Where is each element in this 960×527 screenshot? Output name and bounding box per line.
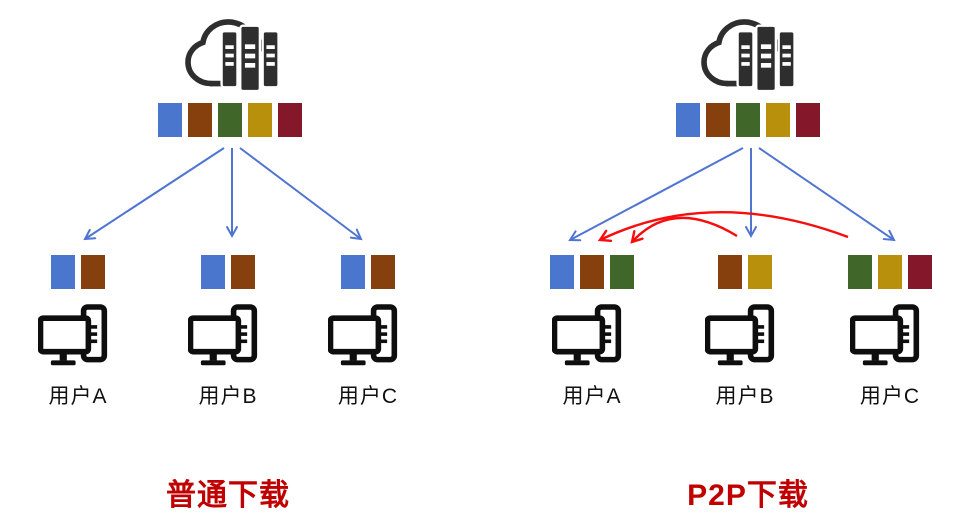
file-chunk-brown bbox=[231, 255, 255, 289]
normal-download-panel: 用户A 用户B bbox=[13, 19, 433, 512]
user-b-label: 用户B bbox=[198, 385, 258, 408]
user-c-chunks bbox=[341, 255, 395, 289]
desktop-computer-icon bbox=[850, 304, 920, 366]
user-b-column: 用户B bbox=[680, 255, 810, 410]
download-arrow-to-user-c bbox=[239, 147, 363, 241]
file-chunk-brown bbox=[371, 255, 395, 289]
user-c-label: 用户C bbox=[337, 385, 399, 408]
file-chunk-gold bbox=[248, 103, 272, 137]
normal-download-title: 普通下载 bbox=[166, 479, 290, 512]
file-chunk-blue bbox=[51, 255, 75, 289]
user-a-label: 用户A bbox=[562, 385, 622, 408]
user-b-column: 用户B bbox=[163, 255, 293, 410]
file-chunk-blue bbox=[341, 255, 365, 289]
file-chunk-brown bbox=[81, 255, 105, 289]
server-file-chunks bbox=[676, 103, 820, 137]
desktop-computer-icon bbox=[552, 304, 622, 366]
user-b-chunks bbox=[718, 255, 772, 289]
desktop-computer-icon bbox=[38, 304, 108, 366]
cloud-server-icon bbox=[701, 19, 796, 93]
user-a-chunks bbox=[51, 255, 105, 289]
file-chunk-blue bbox=[201, 255, 225, 289]
file-chunk-brown bbox=[188, 103, 212, 137]
user-c-label: 用户C bbox=[859, 385, 921, 408]
p2p-download-panel: 用户A 用户B bbox=[480, 0, 960, 527]
peer-transfer-arrow-c-to-a bbox=[597, 211, 849, 243]
download-arrow-to-user-a bbox=[568, 147, 744, 242]
server-file-chunks bbox=[158, 103, 302, 137]
file-chunk-gold bbox=[766, 103, 790, 137]
file-chunk-green bbox=[848, 255, 872, 289]
file-chunk-blue bbox=[158, 103, 182, 137]
user-a-label: 用户A bbox=[48, 385, 108, 408]
p2p-download-title: P2P下载 bbox=[687, 479, 809, 512]
file-chunk-dark_red bbox=[278, 103, 302, 137]
file-chunk-blue bbox=[550, 255, 574, 289]
user-c-chunks bbox=[848, 255, 932, 289]
file-chunk-dark_red bbox=[796, 103, 820, 137]
user-c-column: 用户C bbox=[825, 255, 955, 410]
file-chunk-dark_red bbox=[908, 255, 932, 289]
user-c-column: 用户C bbox=[303, 255, 433, 410]
desktop-computer-icon bbox=[705, 304, 775, 366]
user-b-label: 用户B bbox=[715, 385, 775, 408]
file-chunk-brown bbox=[718, 255, 742, 289]
user-a-chunks bbox=[550, 255, 634, 289]
peer-transfer-arrow-b-to-a bbox=[630, 216, 738, 244]
user-a-column: 用户A bbox=[527, 255, 657, 410]
cloud-server-icon bbox=[185, 19, 280, 93]
user-b-chunks bbox=[201, 255, 255, 289]
download-arrow-to-user-c bbox=[758, 147, 896, 242]
user-a-column: 用户A bbox=[13, 255, 143, 410]
file-chunk-green bbox=[610, 255, 634, 289]
file-chunk-brown bbox=[706, 103, 730, 137]
desktop-computer-icon bbox=[188, 304, 258, 366]
file-chunk-gold bbox=[748, 255, 772, 289]
file-chunk-blue bbox=[676, 103, 700, 137]
file-chunk-green bbox=[218, 103, 242, 137]
file-chunk-brown bbox=[580, 255, 604, 289]
download-arrow-to-user-a bbox=[83, 147, 225, 241]
desktop-computer-icon bbox=[328, 304, 398, 366]
file-chunk-gold bbox=[878, 255, 902, 289]
file-chunk-green bbox=[736, 103, 760, 137]
